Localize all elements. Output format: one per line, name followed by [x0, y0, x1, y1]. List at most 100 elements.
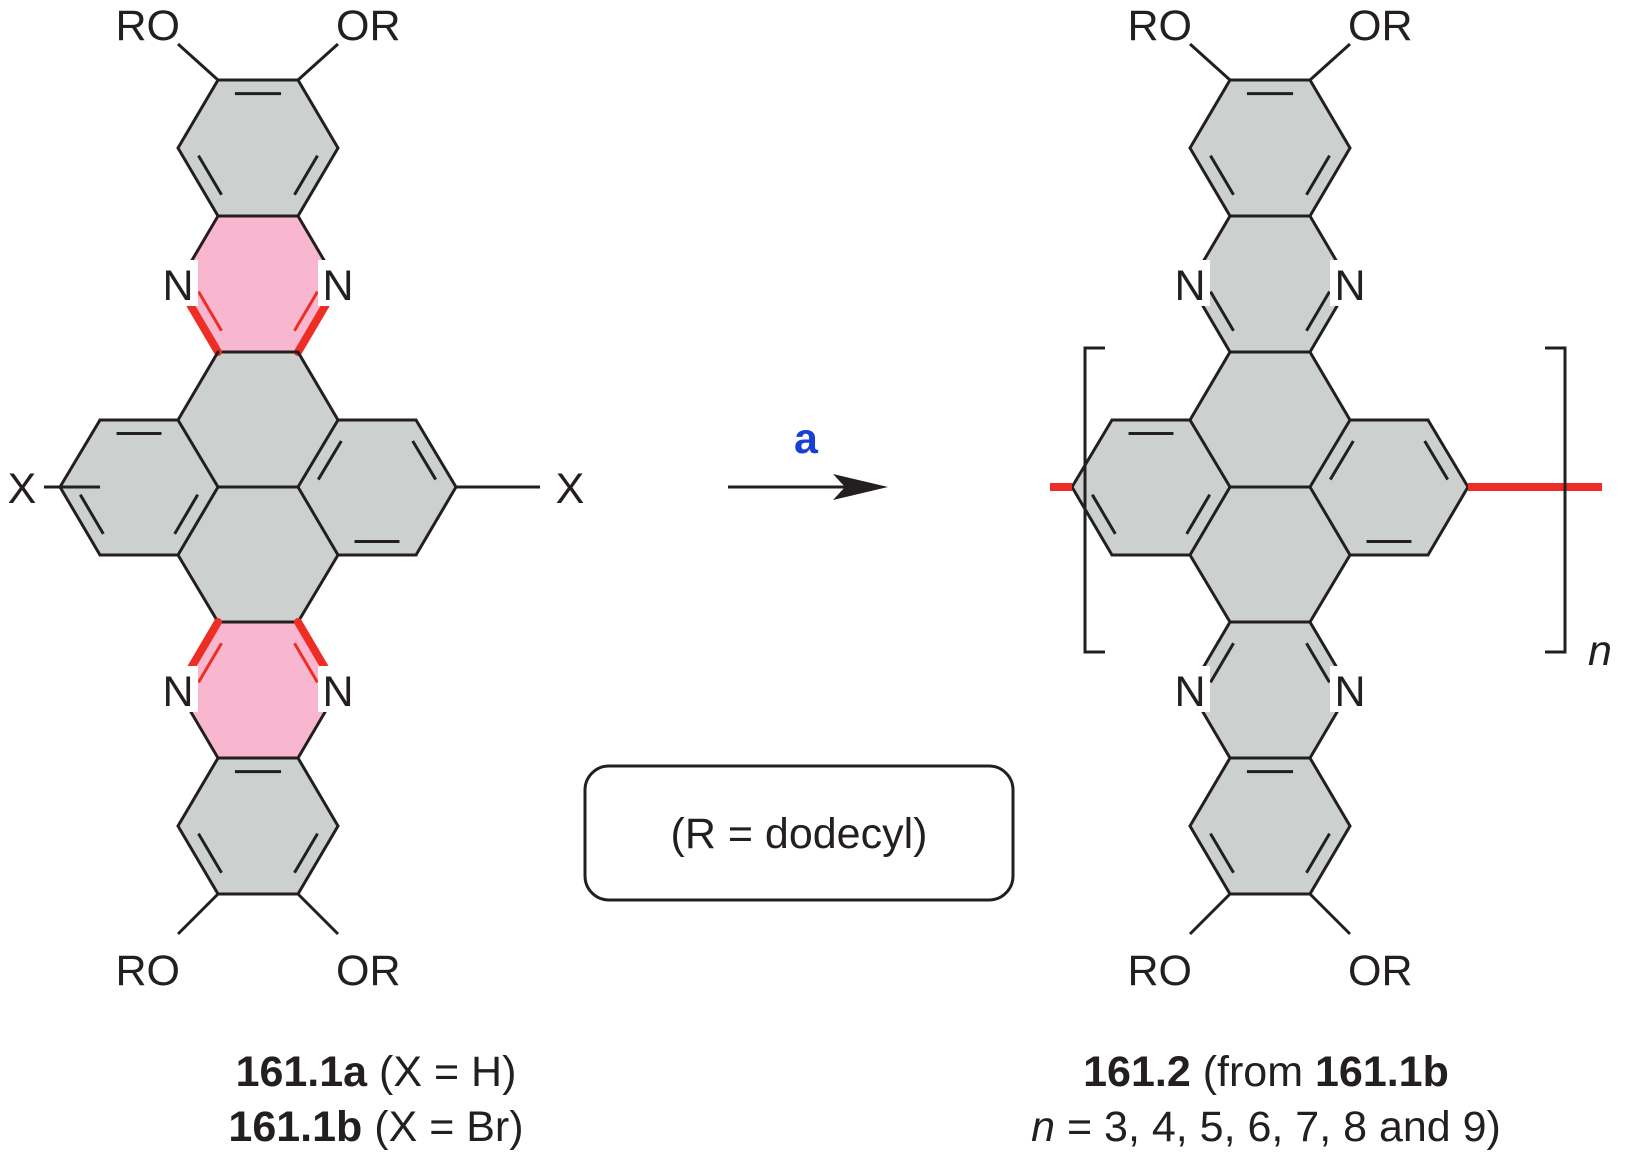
alkoxy-top-right: OR	[336, 2, 401, 50]
nitrogen-atom-label: N	[322, 668, 353, 716]
oxygen-bond	[176, 42, 220, 82]
ring-bond	[176, 418, 220, 489]
ring-bond	[296, 553, 340, 624]
nitrogen-atom-label: N	[162, 668, 193, 716]
ring-bond	[1308, 418, 1352, 489]
alkoxy-bottom-right: OR	[1348, 947, 1413, 995]
left-bracket	[1083, 346, 1105, 654]
double-bond-inner	[1305, 832, 1331, 874]
alkoxy-top-left: RO	[116, 2, 181, 50]
atom-mask	[1330, 666, 1370, 712]
caption-161-1a: 161.1a (X = H)	[236, 1048, 517, 1096]
double-bond-inner	[1328, 440, 1355, 481]
double-bond-inner	[293, 290, 319, 332]
ring-bond	[1188, 485, 1232, 557]
ring-bond	[296, 756, 340, 828]
oxygen-bond	[296, 892, 340, 936]
double-bond-inner	[173, 493, 200, 535]
aromatic-ring-fill	[178, 758, 338, 894]
ring-bond	[1188, 350, 1232, 422]
alkoxy-bottom-right: OR	[336, 947, 401, 995]
alkoxy-top-right: OR	[1348, 2, 1413, 50]
double-bond-inner	[1090, 493, 1117, 535]
ring-bond	[176, 350, 220, 422]
atom-mask	[158, 666, 198, 712]
ring-bond	[1188, 756, 1232, 828]
x-substituent-right: X	[556, 465, 585, 513]
ring-bond	[176, 78, 220, 150]
double-bond-inner	[1423, 440, 1450, 481]
ring-bond	[296, 485, 340, 557]
double-bond-inner	[293, 832, 319, 874]
ring-bond	[58, 418, 102, 489]
oxygen-bond	[1308, 42, 1352, 82]
oxygen-bond	[296, 42, 340, 82]
ring-bond	[1426, 485, 1470, 557]
atom-mask	[1170, 666, 1210, 712]
double-bond-inner	[293, 642, 319, 684]
aromatic-ring-fill	[1190, 487, 1350, 622]
aromatic-ring-fill	[1190, 352, 1350, 487]
ring-bond	[176, 553, 220, 624]
ring-bond	[176, 756, 220, 828]
double-bond-inner	[1209, 154, 1235, 196]
alkoxy-top-left: RO	[1128, 2, 1193, 50]
ring-bond	[1188, 553, 1232, 624]
double-bond-inner	[197, 290, 223, 332]
caption-161-2: 161.2 (from 161.1b	[1083, 1048, 1449, 1096]
reaction-arrow: a	[728, 415, 888, 500]
ring-bond	[1070, 418, 1114, 489]
nitrogen-atom-label: N	[1174, 668, 1205, 716]
aromatic-ring-fill	[1310, 420, 1468, 555]
nitrogen-atom-label: N	[1334, 262, 1365, 310]
nitrogen-atom-label: N	[1334, 668, 1365, 716]
double-bond-inner	[1209, 290, 1235, 332]
double-bond-inner	[1209, 642, 1235, 684]
ring-bond	[176, 146, 220, 218]
ring-bond	[296, 350, 340, 422]
aromatic-ring-fill	[178, 352, 338, 487]
ring-bond	[296, 824, 340, 896]
atom-mask	[318, 260, 358, 306]
double-bond-inner	[197, 642, 223, 684]
arrow-head-icon	[833, 474, 888, 500]
ring-bond	[1308, 553, 1352, 624]
ring-bond	[1188, 824, 1232, 896]
nitrogen-atom-label: N	[322, 262, 353, 310]
ring-bond	[296, 146, 340, 218]
aromatic-ring-fill	[178, 80, 338, 216]
pyrazine-ring-fill	[1190, 622, 1350, 758]
alkoxy-bottom-left: RO	[1128, 947, 1193, 995]
ring-bond	[1308, 485, 1352, 557]
double-bond-inner	[1209, 832, 1235, 874]
double-bond-inner	[197, 832, 223, 874]
aromatic-ring-fill	[298, 420, 456, 555]
ring-bond	[1308, 756, 1352, 828]
x-substituent-left: X	[8, 465, 37, 513]
double-bond-inner	[316, 440, 343, 481]
oxygen-bond	[176, 892, 220, 936]
ring-bond	[1308, 350, 1352, 422]
compound-161-2: N N N N RO OR RO OR n	[1050, 2, 1612, 995]
repeat-unit-subscript: n	[1588, 627, 1612, 675]
ring-bond	[1188, 146, 1232, 218]
r-definition-text: (R = dodecyl)	[671, 810, 928, 858]
ring-bond	[58, 485, 102, 557]
ring-bond	[1188, 78, 1232, 150]
atom-mask	[1170, 260, 1210, 306]
ring-bond	[296, 418, 340, 489]
pyrazine-ring-fill	[178, 622, 338, 758]
double-bond-inner	[293, 154, 319, 196]
double-bond-inner	[1305, 642, 1331, 684]
ring-bond	[1426, 418, 1470, 489]
double-bond-inner	[411, 440, 438, 481]
ring-bond	[176, 485, 220, 557]
arrow-label: a	[794, 415, 819, 463]
ring-bond	[296, 78, 340, 150]
nitrogen-atom-label: N	[1174, 262, 1205, 310]
ring-bond	[1188, 418, 1232, 489]
right-bracket	[1545, 346, 1567, 654]
double-bond-inner	[197, 154, 223, 196]
